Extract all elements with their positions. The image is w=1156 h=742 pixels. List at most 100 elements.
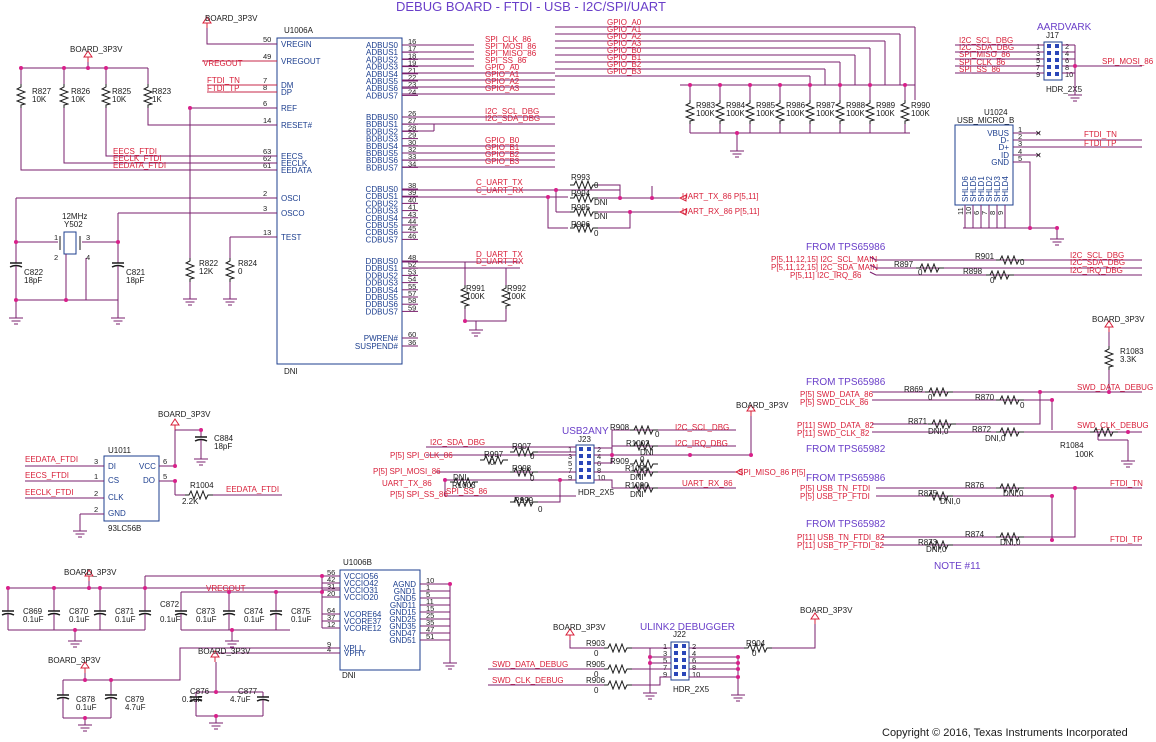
u1006b-pin-num: 9	[327, 640, 331, 649]
header-pin: 8	[597, 466, 601, 475]
u1006a-ref: U1006A	[284, 26, 314, 35]
svg-text:R904: R904	[746, 639, 766, 648]
svg-text:P[5] SWD_DATA_86: P[5] SWD_DATA_86	[800, 390, 874, 399]
u1006a-pin-name: ADBUS6	[366, 84, 399, 93]
u1006b-pin-name: VCCIO56	[344, 572, 379, 581]
svg-text:I2C_SDA_DBG: I2C_SDA_DBG	[1070, 258, 1125, 267]
u1006b-pin-num: 10	[426, 576, 434, 585]
u1006a-pin-num: 24	[408, 87, 416, 96]
u1006a-block: U1006A DNI 50VREGIN49VREGOUT7DM8DP6REF14…	[262, 26, 418, 376]
u1006b-pin-num: 4	[327, 645, 331, 654]
svg-text:18pF: 18pF	[24, 276, 42, 285]
header-pin: 5	[663, 656, 667, 665]
svg-text:U1006B: U1006B	[343, 558, 372, 567]
gpio-resistor-value: 100K	[816, 109, 835, 118]
u1006a-pin-num: 33	[408, 152, 416, 161]
u1006b-pin-name: VPLL	[344, 644, 364, 653]
svg-text:FTDI_TN: FTDI_TN	[207, 76, 240, 85]
svg-text:GPIO_A3: GPIO_A3	[607, 39, 642, 48]
u1006b-pin-name: VCORE12	[344, 624, 382, 633]
svg-text:R1000: R1000	[625, 481, 649, 490]
svg-text:R993: R993	[571, 173, 591, 182]
usb-shield-pin: 8	[988, 211, 997, 215]
usb-shield-pin: 6	[972, 211, 981, 215]
usb-shield-name: SHLD3	[993, 176, 1002, 202]
svg-text:4.7uF: 4.7uF	[125, 703, 146, 712]
header-pin: 10	[1065, 70, 1073, 79]
svg-text:18pF: 18pF	[214, 442, 232, 451]
header-pin: 2	[1065, 42, 1069, 51]
header-pin: 6	[692, 656, 696, 665]
u1006a-pin-num: 62	[263, 154, 271, 163]
header-pin: 2	[692, 642, 696, 651]
u1006b-pin-name: VCCIO31	[344, 586, 379, 595]
u1006a-pin-num: 17	[408, 44, 416, 53]
header-pin: 10	[597, 473, 605, 482]
u1006a-pin-num: 28	[408, 123, 416, 132]
decoupling-cap-ref: C869	[23, 607, 43, 616]
svg-text:ULINK2 DEBUGGER: ULINK2 DEBUGGER	[640, 622, 735, 633]
u1006a-pin-name: RESET#	[281, 121, 313, 130]
header-pin: 3	[568, 452, 572, 461]
decoupling-cap-ref: C871	[115, 607, 135, 616]
gpio-resistor-ref: R983	[696, 101, 716, 110]
svg-text:USB2ANY: USB2ANY	[562, 426, 609, 437]
svg-text:I2C_SCL_DBG: I2C_SCL_DBG	[959, 36, 1013, 45]
svg-text:GPIO_A2: GPIO_A2	[485, 77, 520, 86]
svg-text:SPI_MISO_86 P[5]: SPI_MISO_86 P[5]	[738, 468, 806, 477]
svg-text:SWD_DATA_DEBUG: SWD_DATA_DEBUG	[1077, 383, 1153, 392]
header-pin: 1	[663, 642, 667, 651]
u1006a-pin-name: BDBUS0	[366, 113, 399, 122]
svg-text:GPIO_B3: GPIO_B3	[607, 67, 642, 76]
svg-text:GPIO_B0: GPIO_B0	[607, 46, 642, 55]
svg-text:J23: J23	[578, 435, 591, 444]
svg-text:BOARD_3P3V: BOARD_3P3V	[64, 568, 117, 577]
svg-text:I2C_SDA_DBG: I2C_SDA_DBG	[430, 438, 485, 447]
svg-text:4: 4	[86, 253, 90, 262]
svg-text:SPI_SS_86: SPI_SS_86	[959, 65, 1001, 74]
u1006a-pin-name: SUSPEND#	[355, 342, 399, 351]
u1006a-pin-name: BDBUS5	[366, 149, 399, 158]
svg-text:18pF: 18pF	[126, 276, 144, 285]
u1006a-pin-num: 48	[408, 253, 416, 262]
svg-text:10K: 10K	[112, 95, 127, 104]
u1006a-pin-num: 60	[408, 330, 416, 339]
u1006a-pin-name: ADBUS1	[366, 48, 399, 57]
svg-text:R998: R998	[512, 464, 532, 473]
u1006a-pin-name: VREGIN	[281, 40, 312, 49]
u1006a-pin-num: 57	[408, 289, 416, 298]
u1006b-pin-name: GND1	[394, 587, 417, 596]
u1006a-dni: DNI	[284, 367, 298, 376]
svg-text:DO: DO	[143, 476, 155, 485]
junction-dots	[6, 64, 1130, 720]
svg-text:UART_RX_86: UART_RX_86	[682, 479, 733, 488]
svg-text:R1083: R1083	[1120, 347, 1144, 356]
svg-text:C884: C884	[214, 434, 234, 443]
svg-text:0: 0	[594, 670, 599, 679]
svg-text:DNI,0: DNI,0	[928, 427, 949, 436]
svg-text:P[11] SWD_DATA_82: P[11] SWD_DATA_82	[797, 421, 874, 430]
u1006b-pin-num: 12	[327, 620, 335, 629]
svg-text:4.7uF: 4.7uF	[230, 695, 251, 704]
u1006b-pin-name: VCCIO20	[344, 593, 379, 602]
svg-text:R822: R822	[199, 259, 219, 268]
svg-text:C_UART_RX: C_UART_RX	[476, 186, 524, 195]
svg-text:I2C_SCL_DBG: I2C_SCL_DBG	[675, 423, 729, 432]
u1006a-pin-name: DDBUS0	[366, 257, 399, 266]
svg-text:✕: ✕	[1035, 129, 1042, 138]
svg-text:EEDATA_FTDI: EEDATA_FTDI	[113, 161, 166, 170]
gpio-resistor-value: 100K	[846, 109, 865, 118]
svg-text:R1001: R1001	[625, 464, 649, 473]
usb-pin-name: D+	[999, 143, 1010, 152]
svg-text:HDR_2X5: HDR_2X5	[1046, 85, 1083, 94]
header-pin: 4	[692, 649, 696, 658]
svg-text:EEDATA_FTDI: EEDATA_FTDI	[226, 485, 279, 494]
u1006a-pin-num: 40	[408, 195, 416, 204]
svg-text:SPI_MISO_86: SPI_MISO_86	[485, 49, 537, 58]
u1006a-pin-name: ADBUS2	[366, 55, 399, 64]
